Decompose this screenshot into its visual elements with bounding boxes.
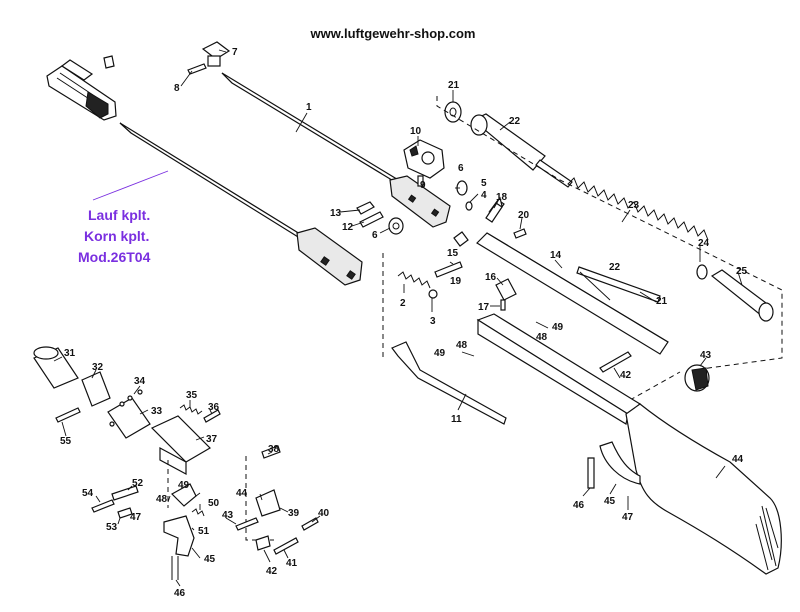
label-7: 7 [232,47,238,58]
label-23: 23 [628,200,640,211]
compression-tube-14 [434,202,669,355]
label-2: 2 [400,298,406,309]
label-34: 34 [134,376,146,387]
label-5: 5 [481,178,487,189]
label-48b: 48 [536,332,548,343]
label-17: 17 [478,302,490,313]
label-20: 20 [518,210,530,221]
label-19: 19 [450,276,462,287]
note-line-2: Korn kplt. [84,228,149,244]
label-10: 10 [410,126,422,137]
label-32: 32 [92,362,104,373]
lever-11 [391,341,507,425]
label-43b: 43 [222,510,234,521]
label-3: 3 [430,316,436,327]
label-50: 50 [208,498,220,509]
label-25: 25 [736,266,748,277]
label-33: 33 [151,406,163,417]
label-45: 45 [604,496,616,507]
stock-frame [476,278,642,425]
label-43: 43 [700,350,712,361]
stock-44 [587,364,782,575]
label-9: 9 [420,180,426,191]
spring-2 [397,271,438,299]
label-47b: 47 [130,512,142,523]
label-49c: 49 [178,480,190,491]
leader-lines [53,49,743,587]
label-15: 15 [447,248,459,259]
label-47: 47 [622,512,634,523]
label-46: 46 [573,500,585,511]
trigger-block-32-33 [55,371,151,439]
label-54: 54 [82,488,94,499]
label-14: 14 [550,250,562,261]
label-42: 42 [266,566,278,577]
label-16: 16 [485,272,497,283]
label-37: 37 [206,434,218,445]
label-22b: 22 [609,262,621,273]
barrel-part-1 [187,41,451,228]
label-38: 38 [268,444,280,455]
label-11: 11 [451,414,462,425]
rear-sight-10 [403,139,445,187]
label-12: 12 [342,222,354,233]
label-4: 4 [481,190,487,201]
label-49b: 49 [552,322,564,333]
label-13: 13 [330,208,342,219]
label-24: 24 [698,238,710,249]
piston-spring-group [444,101,774,322]
barrel-note: Lauf kplt. Korn kplt. Mod.26T04 [78,207,151,265]
trigger-housing-31 [33,346,79,389]
website-url: www.luftgewehr-shop.com [310,26,476,41]
label-49: 49 [434,348,446,359]
label-48c: 48 [156,494,168,505]
label-8: 8 [174,83,180,94]
label-18: 18 [496,192,508,203]
label-45b: 45 [204,554,216,565]
label-46b: 46 [174,588,186,599]
label-6: 6 [458,163,464,174]
label-42b: 42 [620,370,632,381]
label-1: 1 [306,102,312,113]
label-44: 44 [732,454,744,465]
label-21: 21 [448,80,460,91]
label-22: 22 [509,116,521,127]
label-21b: 21 [656,296,668,307]
label-48: 48 [456,340,468,351]
barrel-assembly [46,55,363,286]
label-52: 52 [132,478,144,489]
note-line-1: Lauf kplt. [88,207,150,223]
label-51: 51 [198,526,210,537]
part-number-labels: 1 2 3 4 5 6 6 7 8 9 10 11 12 13 14 15 16… [60,47,748,599]
assembly-guide-lines [382,96,783,401]
label-41: 41 [286,558,298,569]
label-53: 53 [106,522,118,533]
label-31: 31 [64,348,76,359]
label-35: 35 [186,390,198,401]
label-40: 40 [318,508,330,519]
note-line-3: Mod.26T04 [78,249,151,265]
label-44b: 44 [236,488,248,499]
label-39: 39 [288,508,300,519]
label-36: 36 [208,402,220,413]
trigger-housing-37 [150,404,221,476]
label-6b: 6 [372,230,378,241]
label-55: 55 [60,436,72,447]
